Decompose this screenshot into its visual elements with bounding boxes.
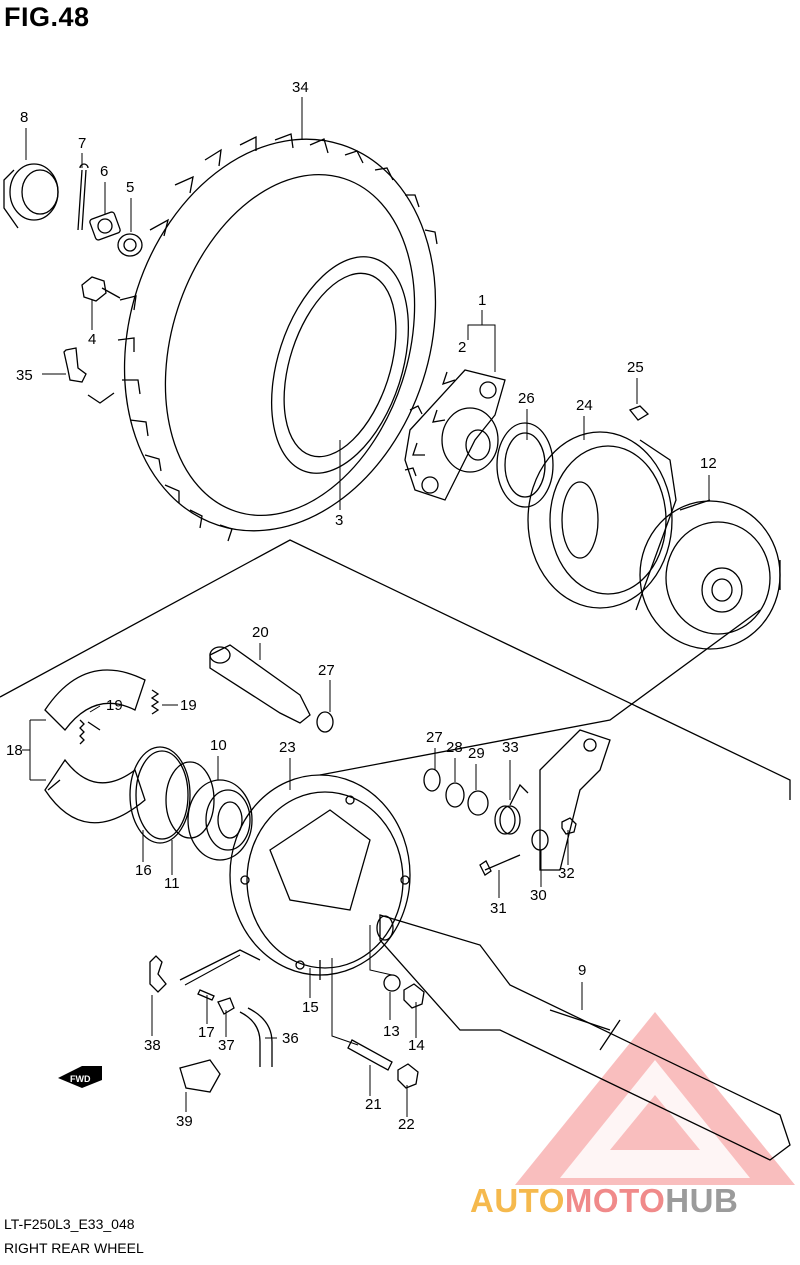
bearing-10 xyxy=(187,779,253,861)
callout-11: 11 xyxy=(164,875,180,892)
callout-31: 31 xyxy=(490,900,507,917)
callout-19b: 19 xyxy=(180,697,197,714)
wheel-nut-4 xyxy=(81,276,121,302)
callout-28: 28 xyxy=(446,739,463,756)
hose-36 xyxy=(239,1007,273,1067)
callout-24: 24 xyxy=(576,397,593,414)
callout-1: 1 xyxy=(478,292,486,309)
hub-cap-8 xyxy=(3,163,59,229)
callout-14: 14 xyxy=(408,1037,425,1054)
camshaft-20 xyxy=(209,644,311,724)
pin-17 xyxy=(197,989,215,1001)
nut-22 xyxy=(397,1063,419,1089)
callout-7: 7 xyxy=(78,135,86,152)
leader-lines xyxy=(22,97,710,1117)
callout-17: 17 xyxy=(198,1024,215,1041)
watermark-text: AUTOMOTOHUB xyxy=(470,1182,738,1220)
stud-21 xyxy=(347,1039,393,1071)
o-ring-27a xyxy=(316,711,334,733)
brake-group-outline xyxy=(0,539,791,800)
callout-6: 6 xyxy=(100,163,108,180)
callout-35: 35 xyxy=(16,367,33,384)
cotter-pin-7 xyxy=(77,163,89,231)
callout-15: 15 xyxy=(302,999,319,1016)
callout-33: 33 xyxy=(502,739,519,756)
callout-20: 20 xyxy=(252,624,269,641)
callout-9: 9 xyxy=(578,962,586,979)
tire-drawing xyxy=(117,133,456,542)
spring-33 xyxy=(494,783,529,835)
callout-37: 37 xyxy=(218,1037,235,1054)
callout-4: 4 xyxy=(88,331,96,348)
nut-32 xyxy=(561,817,577,835)
clip-39 xyxy=(179,1059,221,1093)
callout-2: 2 xyxy=(458,339,466,356)
watermark-hub: HUB xyxy=(665,1182,739,1219)
figure-title: FIG.48 xyxy=(4,2,90,32)
valve-35 xyxy=(63,347,115,404)
bolt-31 xyxy=(479,854,521,876)
callout-30: 30 xyxy=(530,887,547,904)
drum-cover-24 xyxy=(527,431,677,611)
axle-9 xyxy=(376,914,791,1161)
callout-13: 13 xyxy=(383,1023,400,1040)
snap-ring-16 xyxy=(129,746,191,844)
brake-shoes-18 xyxy=(44,669,146,824)
callout-8: 8 xyxy=(20,109,28,126)
callout-25: 25 xyxy=(627,359,644,376)
oil-seal-11 xyxy=(165,761,215,839)
callout-23: 23 xyxy=(279,739,296,756)
watermark-triangle xyxy=(515,1012,795,1185)
washer-13 xyxy=(383,974,401,992)
o-ring-27b xyxy=(423,768,441,792)
callout-10: 10 xyxy=(210,737,227,754)
bolt-25 xyxy=(628,405,650,421)
brake-panel-23 xyxy=(229,774,411,976)
fwd-arrow-icon: FWD xyxy=(58,1066,102,1088)
watermark-moto: MOTO xyxy=(564,1182,666,1219)
watermark-auto: AUTO xyxy=(470,1182,565,1219)
callout-27a: 27 xyxy=(318,662,335,679)
brake-arm-30 xyxy=(531,729,611,871)
callout-22: 22 xyxy=(398,1116,415,1133)
callout-27b: 27 xyxy=(426,729,443,746)
callout-labels: 1 2 3 4 5 6 7 8 9 10 11 12 13 14 15 16 1… xyxy=(6,79,717,1133)
callout-3: 3 xyxy=(335,512,343,529)
figure-name: RIGHT REAR WHEEL xyxy=(4,1240,144,1256)
callout-26: 26 xyxy=(518,390,535,407)
callout-21: 21 xyxy=(365,1096,382,1113)
spring-19b xyxy=(150,689,160,715)
clip-37 xyxy=(217,997,235,1015)
callout-32: 32 xyxy=(558,865,575,882)
fwd-label: FWD xyxy=(70,1074,91,1084)
bolt-14 xyxy=(403,983,425,1009)
callout-38: 38 xyxy=(144,1037,161,1054)
washer-28 xyxy=(445,782,465,808)
callout-5: 5 xyxy=(126,179,134,196)
callout-19a: 19 xyxy=(106,697,123,714)
callout-12: 12 xyxy=(700,455,717,472)
wheel-hub-2 xyxy=(404,369,506,501)
washer-5 xyxy=(117,233,143,257)
spring-19a xyxy=(79,719,85,745)
plug-15 xyxy=(179,949,321,981)
callout-39: 39 xyxy=(176,1113,193,1130)
callout-29: 29 xyxy=(468,745,485,762)
oil-seal-26 xyxy=(496,422,554,508)
brake-drum-12 xyxy=(639,499,781,650)
callout-34: 34 xyxy=(292,79,309,96)
figure-code: LT-F250L3_E33_048 xyxy=(4,1216,135,1232)
clamp-38 xyxy=(149,955,167,993)
callout-36: 36 xyxy=(282,1030,299,1047)
washer-29 xyxy=(467,790,489,816)
callout-16: 16 xyxy=(135,862,152,879)
callout-18: 18 xyxy=(6,742,23,759)
castle-nut-6 xyxy=(89,211,121,241)
